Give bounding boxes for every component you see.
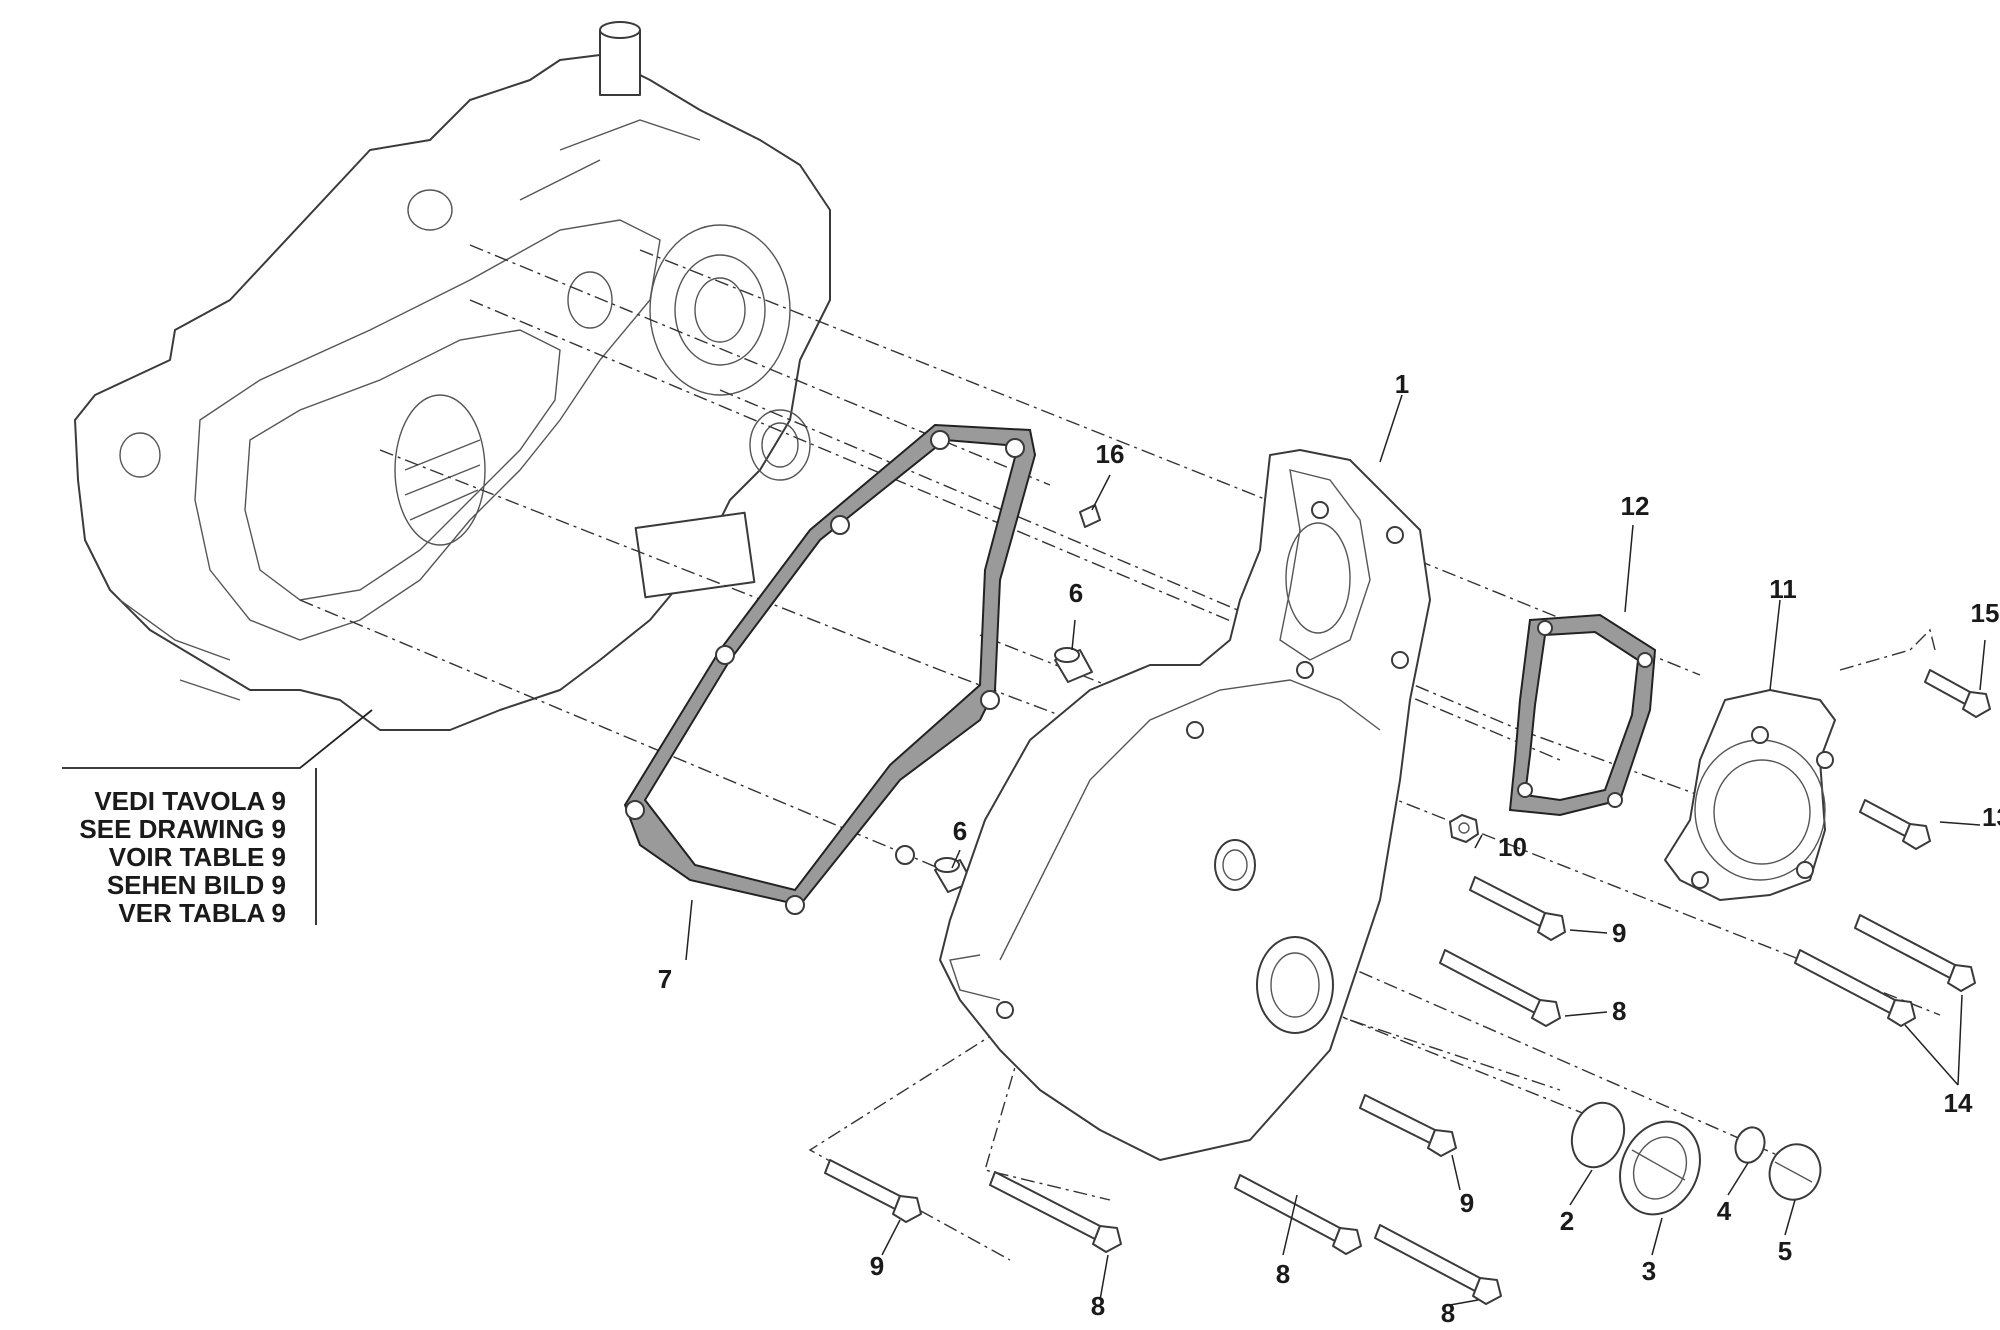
callout-1: 1: [1395, 369, 1409, 399]
callout-9-right: 9: [1612, 918, 1626, 948]
bolt-part-9-bottom-left: [824, 1159, 922, 1223]
callout-labels: 1 16 12 11 15 6 6 13 10 9 8 7 14 9 2 4 5…: [658, 369, 2000, 1328]
callout-15: 15: [1971, 598, 2000, 628]
dowel-part-16: [1079, 504, 1101, 528]
callout-leaders: [685, 394, 1986, 1306]
bolt-part-8-bottom-center: [1234, 1174, 1362, 1255]
callout-4: 4: [1717, 1196, 1732, 1226]
bolt-part-13: [1859, 799, 1931, 850]
callout-7: 7: [658, 964, 672, 994]
bolt-part-9-right-upper: [1469, 876, 1566, 941]
callout-6-lower: 6: [953, 816, 967, 846]
callout-10: 10: [1498, 832, 1527, 862]
callout-6-upper: 6: [1069, 578, 1083, 608]
callout-9-center: 9: [1460, 1188, 1474, 1218]
callout-12: 12: [1621, 491, 1650, 521]
callout-8-bottom-left: 8: [1091, 1291, 1105, 1321]
bolt-part-9-center-lower: [1359, 1094, 1457, 1157]
callout-16: 16: [1096, 439, 1125, 469]
callout-8-right: 8: [1612, 996, 1626, 1026]
clutch-cover-part-1: [939, 449, 1431, 1161]
nut-part-10: [1449, 814, 1479, 843]
callout-9-bottom-left: 9: [870, 1251, 884, 1281]
reference-note-line-fr: VOIR TABLE 9: [109, 842, 286, 872]
reference-note-line-en: SEE DRAWING 9: [79, 814, 286, 844]
gasket-part-12: [1508, 613, 1657, 817]
reference-note-bracket: [62, 709, 373, 925]
bolt-part-8-bottom-left: [989, 1171, 1122, 1253]
callout-11: 11: [1769, 574, 1797, 604]
bolt-part-15: [1924, 669, 1991, 718]
callout-14: 14: [1944, 1088, 1973, 1118]
pump-cover-part-11: [1664, 689, 1836, 901]
callout-13: 13: [1982, 802, 2000, 832]
dowel-part-6-upper: [1054, 647, 1093, 683]
reference-note-line-it: VEDI TAVOLA 9: [94, 786, 286, 816]
o-ring-part-2: [1570, 1101, 1626, 1169]
bolt-part-14-lower: [1794, 949, 1916, 1027]
bolt-part-14-upper: [1854, 914, 1976, 992]
o-ring-part-4: [1734, 1126, 1766, 1164]
reference-note: VEDI TAVOLA 9 SEE DRAWING 9 VOIR TABLE 9…: [79, 786, 286, 928]
gasket-part-7: [623, 423, 1037, 915]
callout-3: 3: [1642, 1256, 1656, 1286]
reference-note-line-es: VER TABLA 9: [118, 898, 286, 928]
plug-part-3: [1619, 1120, 1701, 1216]
reference-note-line-de: SEHEN BILD 9: [107, 870, 286, 900]
crankcase-half: [74, 21, 831, 731]
bolt-part-8-bottom-right: [1374, 1224, 1502, 1305]
callout-8-bottom-center: 8: [1276, 1259, 1290, 1289]
callout-8-bottom-right: 8: [1441, 1298, 1455, 1325]
bolt-part-8-right-upper: [1439, 949, 1561, 1027]
callout-5: 5: [1778, 1236, 1792, 1266]
plug-part-5: [1768, 1143, 1822, 1201]
callout-2: 2: [1560, 1206, 1574, 1236]
